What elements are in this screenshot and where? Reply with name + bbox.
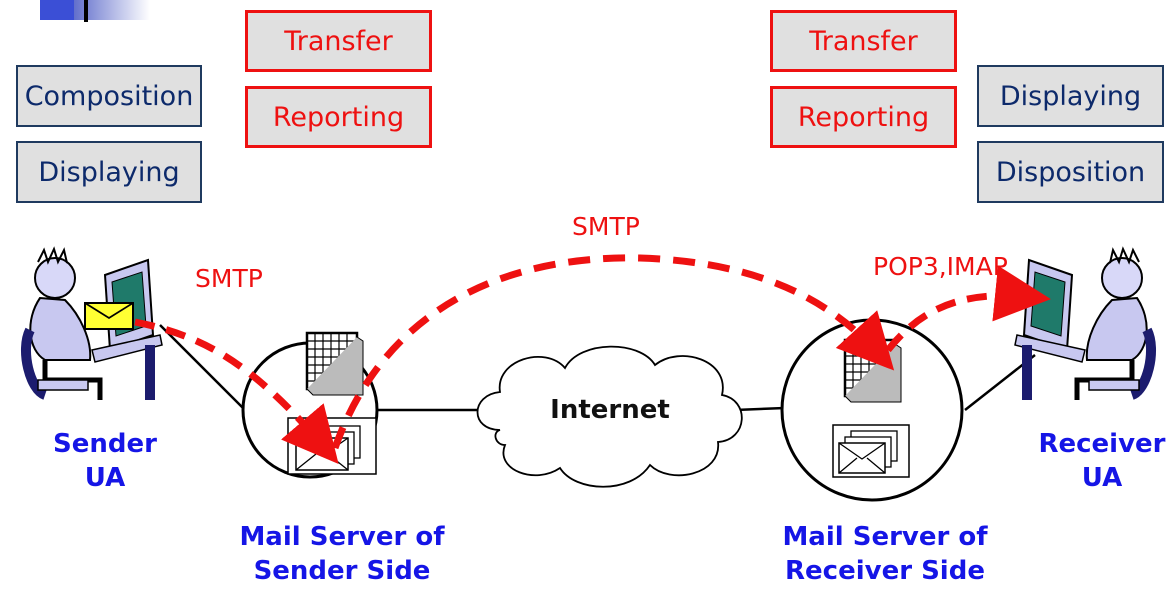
receiver-ua-label-line2: UA xyxy=(1081,463,1123,493)
protocol-label-pop3-imap: POP3,IMAP xyxy=(873,252,1008,281)
protocol-label-smtp-sender: SMTP xyxy=(195,264,263,293)
box-label: Composition xyxy=(24,80,194,112)
sender-yellow-envelope-icon xyxy=(84,302,134,330)
box-label: Reporting xyxy=(797,101,930,133)
receiver-user-icon xyxy=(1014,246,1156,400)
internet-label: Internet xyxy=(550,395,670,425)
pop3-imap-server-to-receiver-arrow xyxy=(885,265,1051,353)
box-label: Transfer xyxy=(284,25,393,57)
receiver-ua-label-line1: Receiver xyxy=(1038,429,1166,459)
box-label: Reporting xyxy=(272,101,405,133)
receiver-function-disposition: Disposition xyxy=(977,141,1164,203)
sender-ua-label: Sender UA xyxy=(40,427,170,495)
internet-to-server-link xyxy=(734,406,786,412)
sender-server-function-reporting: Reporting xyxy=(245,86,432,148)
receiver-server-function-transfer: Transfer xyxy=(770,10,957,72)
receiver-ua-label: Receiver UA xyxy=(1028,427,1176,495)
sender-mailbox-grid-icon xyxy=(305,331,364,396)
internet-cloud-icon xyxy=(476,345,743,488)
receiver-function-displaying: Displaying xyxy=(977,65,1164,127)
sender-ua-label-line2: UA xyxy=(84,463,126,493)
sender-mail-server-label: Mail Server of Sender Side xyxy=(222,520,462,588)
sender-ua-label-line1: Sender xyxy=(53,429,157,459)
sender-function-composition: Composition xyxy=(16,65,202,127)
box-label: Displaying xyxy=(999,80,1142,112)
sender-to-server-link xyxy=(159,324,246,411)
box-label: Disposition xyxy=(995,156,1146,188)
protocol-label-smtp-transfer: SMTP xyxy=(572,212,640,241)
receiver-mail-server-label-line1: Mail Server of xyxy=(782,522,988,552)
sender-mail-server-label-line1: Mail Server of xyxy=(239,522,445,552)
receiver-mail-server-label-line2: Receiver Side xyxy=(785,556,985,586)
box-label: Transfer xyxy=(809,25,918,57)
receiver-server-function-reporting: Reporting xyxy=(770,86,957,148)
box-label: Displaying xyxy=(38,156,180,188)
sender-mail-server-label-line2: Sender Side xyxy=(253,556,431,586)
receiver-envelope-stack-icon xyxy=(832,424,910,478)
smtp-server-to-server-arrow xyxy=(331,254,895,450)
sender-server-function-transfer: Transfer xyxy=(245,10,432,72)
receiver-mail-server-label: Mail Server of Receiver Side xyxy=(760,520,1010,588)
smtp-sender-to-server-arrow xyxy=(134,318,339,464)
slide-logo-icon xyxy=(40,0,150,22)
sender-function-displaying: Displaying xyxy=(16,141,202,203)
